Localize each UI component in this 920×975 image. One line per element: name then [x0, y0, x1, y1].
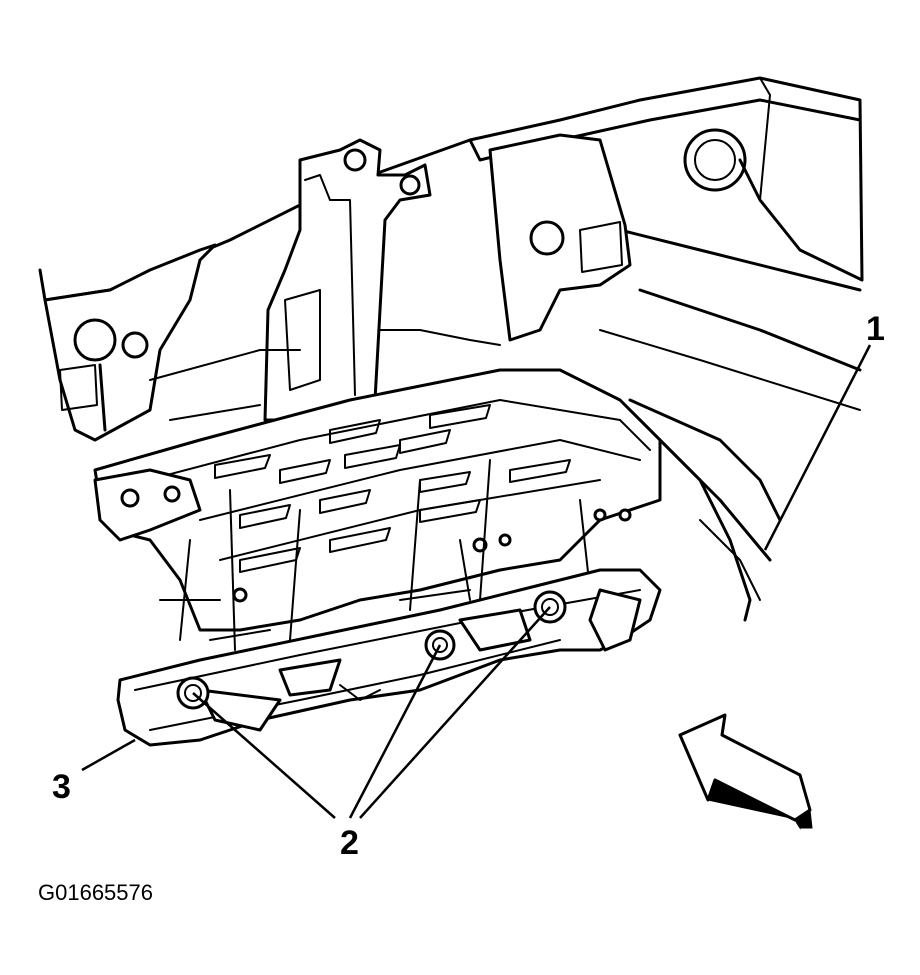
direction-arrow-icon [678, 713, 813, 830]
leader-2c [359, 606, 551, 819]
figure-id-label: G01665576 [38, 880, 153, 905]
callout-1: 1 [866, 310, 885, 348]
vehicle-body-structure [38, 76, 864, 622]
seat-rail-assembly [93, 368, 662, 632]
leader-3 [81, 738, 136, 772]
lower-mounting-bracket [116, 568, 662, 747]
leader-2a [192, 692, 336, 819]
explode-lines [159, 459, 591, 651]
leader-lines [81, 344, 872, 819]
callout-3: 3 [52, 768, 71, 806]
leader-1 [763, 344, 872, 551]
leader-2b [348, 644, 442, 819]
callout-2: 2 [340, 824, 359, 862]
